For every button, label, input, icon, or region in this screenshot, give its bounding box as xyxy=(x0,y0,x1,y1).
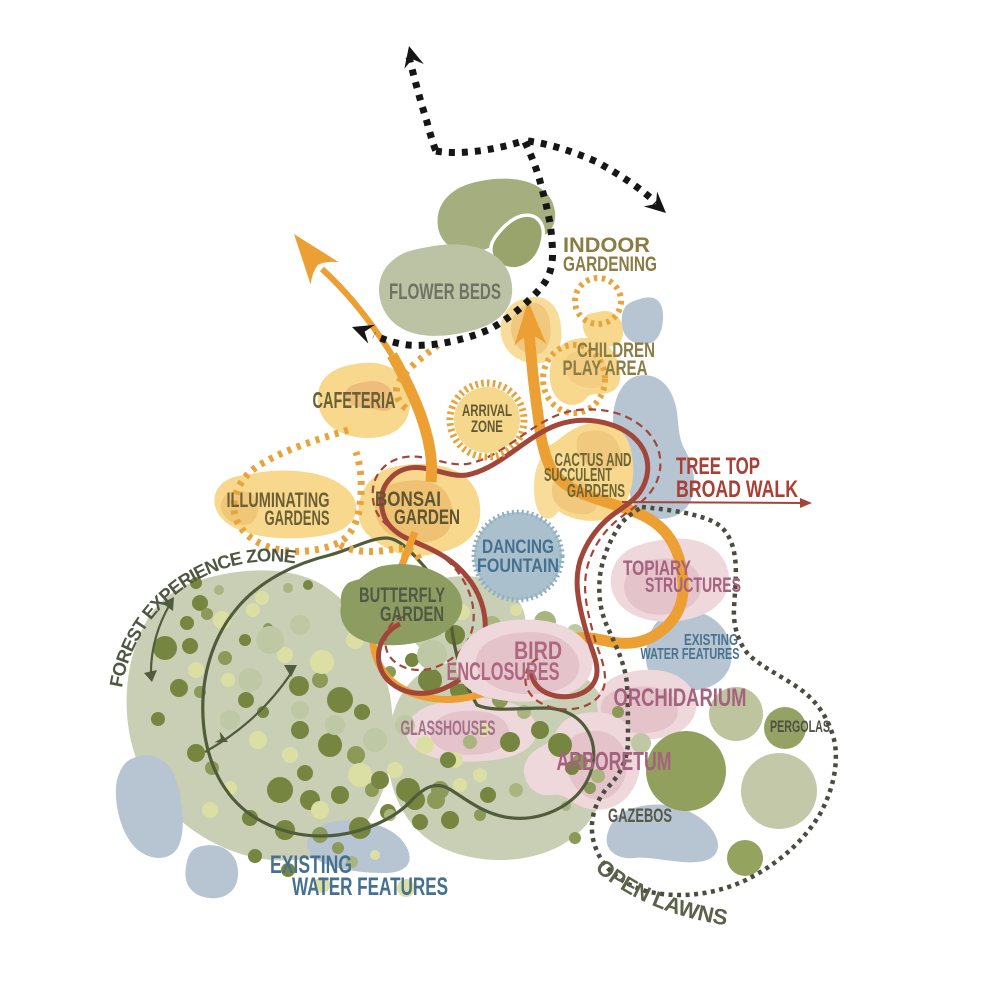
svg-text:GLASSHOUSES: GLASSHOUSES xyxy=(401,717,496,740)
svg-text:TOPIARY: TOPIARY xyxy=(623,557,691,580)
svg-text:SUCCULENT: SUCCULENT xyxy=(544,465,612,485)
svg-text:EXISTING: EXISTING xyxy=(270,851,352,879)
svg-text:GARDEN: GARDEN xyxy=(394,506,460,529)
svg-text:BUTTERFLY: BUTTERFLY xyxy=(359,584,445,607)
svg-text:ARRIVAL: ARRIVAL xyxy=(462,401,512,420)
svg-text:FOUNTAIN: FOUNTAIN xyxy=(477,555,559,577)
svg-text:WATER FEATURES: WATER FEATURES xyxy=(292,873,448,901)
svg-text:ARBORETUM: ARBORETUM xyxy=(557,746,672,776)
svg-text:CACTUS AND: CACTUS AND xyxy=(555,450,632,470)
svg-text:TREE TOP: TREE TOP xyxy=(676,453,760,480)
svg-text:DANCING: DANCING xyxy=(482,536,554,558)
svg-text:GARDENING: GARDENING xyxy=(563,253,657,276)
svg-text:EXISTING: EXISTING xyxy=(684,632,738,649)
svg-text:GARDENS: GARDENS xyxy=(265,507,330,530)
svg-text:WATER FEATURES: WATER FEATURES xyxy=(641,646,740,663)
svg-text:ORCHIDARIUM: ORCHIDARIUM xyxy=(614,684,747,712)
svg-text:CAFETERIA: CAFETERIA xyxy=(313,387,396,413)
svg-text:GARDENS: GARDENS xyxy=(567,481,625,501)
svg-text:ILLUMINATING: ILLUMINATING xyxy=(227,489,330,512)
svg-text:ZONE: ZONE xyxy=(471,417,503,436)
svg-text:ENCLOSURES: ENCLOSURES xyxy=(447,658,560,686)
svg-text:FLOWER BEDS: FLOWER BEDS xyxy=(389,279,501,304)
svg-text:GARDEN: GARDEN xyxy=(380,603,444,626)
svg-text:BIRD: BIRD xyxy=(514,637,562,665)
svg-text:BONSAI: BONSAI xyxy=(375,488,441,511)
svg-text:STRUCTURES: STRUCTURES xyxy=(645,574,741,597)
svg-text:CHILDREN: CHILDREN xyxy=(577,339,655,362)
svg-text:BROAD WALK: BROAD WALK xyxy=(676,476,798,503)
svg-text:PERGOLAS: PERGOLAS xyxy=(770,718,830,736)
svg-text:GAZEBOS: GAZEBOS xyxy=(608,805,672,827)
svg-text:PLAY AREA: PLAY AREA xyxy=(563,357,648,380)
svg-text:INDOOR: INDOOR xyxy=(563,234,650,257)
